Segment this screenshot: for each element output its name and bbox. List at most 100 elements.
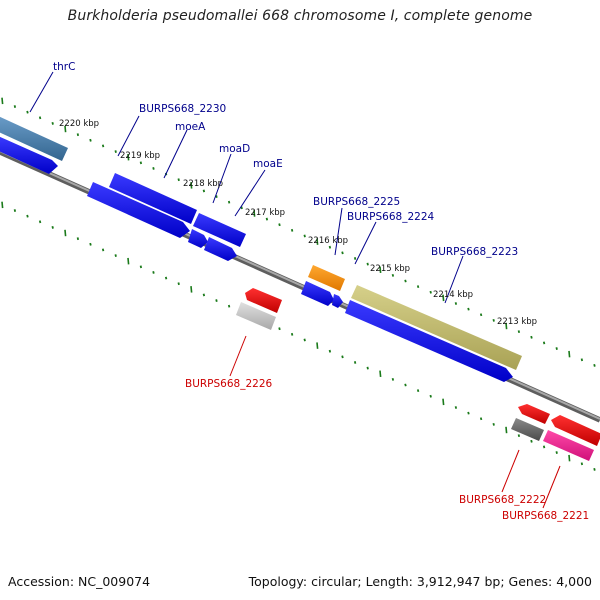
gene-small-arrow[interactable] xyxy=(332,294,343,308)
tick-mark xyxy=(429,394,432,398)
label-BURPS668-2230: BURPS668_2230 xyxy=(139,103,226,115)
tick-mark xyxy=(51,121,54,125)
tick-mark xyxy=(316,342,319,349)
tick-mark xyxy=(240,206,243,210)
gene-BURPS668-2223[interactable] xyxy=(351,285,522,370)
tick-mark xyxy=(404,383,407,387)
tick-mark xyxy=(89,138,92,142)
gene-BURPS668-2226[interactable] xyxy=(245,288,282,313)
gene-BURPS668-2222[interactable] xyxy=(518,404,550,424)
gene-BURPS668-2221[interactable] xyxy=(543,430,594,461)
tick-mark xyxy=(530,439,533,443)
tick-mark xyxy=(467,307,470,311)
kbp-label-2216: 2216 kbp xyxy=(308,236,348,246)
tick-mark xyxy=(379,370,382,378)
tick-mark xyxy=(76,133,80,137)
gene-BURPS668-2226-gray[interactable] xyxy=(236,302,276,330)
tick-mark xyxy=(227,200,231,204)
tick-mark xyxy=(505,426,508,434)
accession-text: Accession: NC_009074 xyxy=(8,574,151,589)
tick-mark xyxy=(479,417,483,421)
gene-thrC[interactable] xyxy=(0,116,68,161)
gene-BURPS668-2230[interactable] xyxy=(87,182,190,238)
gene-moaE[interactable] xyxy=(193,213,246,247)
gene-BURPS668-2225-lower[interactable] xyxy=(301,281,334,306)
tick-mark xyxy=(316,238,319,245)
tick-mark xyxy=(492,318,495,322)
label-BURPS668-2225: BURPS668_2225 xyxy=(313,196,400,208)
label-leaders xyxy=(29,71,464,304)
tick-mark xyxy=(366,366,369,370)
tick-mark xyxy=(442,398,445,406)
tick-mark xyxy=(328,245,332,249)
tick-mark xyxy=(101,144,105,148)
gene-moaD[interactable] xyxy=(188,229,208,248)
tick-mark xyxy=(568,350,571,358)
label-BURPS668-2224: BURPS668_2224 xyxy=(347,211,435,223)
tick-mark xyxy=(505,322,508,330)
label-moaD: moaD xyxy=(219,143,250,155)
kbp-label-2218: 2218 kbp xyxy=(183,179,223,189)
tick-mark xyxy=(114,150,117,153)
tick-mark xyxy=(379,266,382,274)
tick-mark xyxy=(1,97,4,105)
label-moeA: moeA xyxy=(175,121,206,133)
tick-mark xyxy=(290,228,294,232)
gene-features xyxy=(0,116,600,461)
kbp-label-2220: 2220 kbp xyxy=(59,119,99,129)
tick-mark xyxy=(127,257,130,265)
gene-BURPS668-2225[interactable] xyxy=(308,265,345,291)
tick-mark xyxy=(517,330,521,334)
gene-BURPS668-2221-red[interactable] xyxy=(551,415,600,446)
tick-mark xyxy=(290,332,294,336)
kbp-label-2215: 2215 kbp xyxy=(370,264,410,274)
tick-mark xyxy=(64,229,67,237)
tick-mark xyxy=(542,445,546,449)
label-moaE: moaE xyxy=(253,158,283,170)
tick-mark xyxy=(416,389,420,393)
gene-thrC-lower[interactable] xyxy=(0,136,58,174)
kbp-label-2217: 2217 kbp xyxy=(245,208,285,218)
tick-mark xyxy=(492,422,495,426)
tick-mark xyxy=(416,285,420,289)
tick-mark xyxy=(366,262,369,266)
tick-mark xyxy=(580,462,584,466)
tick-mark xyxy=(38,116,42,120)
tick-mark xyxy=(190,182,193,189)
tick-mark xyxy=(177,178,180,182)
gene-moaE-lower[interactable] xyxy=(204,237,237,261)
tick-mark xyxy=(353,257,357,260)
tick-mark xyxy=(278,327,281,331)
tick-mark xyxy=(404,279,407,283)
tick-mark xyxy=(454,302,458,305)
tick-mark xyxy=(467,411,470,415)
label-thrC: thrC xyxy=(53,61,75,73)
tick-mark xyxy=(278,223,281,227)
label-leaders-reverse xyxy=(229,335,561,509)
tick-mark xyxy=(454,406,458,409)
tick-mark xyxy=(580,358,584,362)
gene-BURPS668-2222-gray[interactable] xyxy=(511,418,544,441)
tick-mark xyxy=(177,282,180,286)
tick-mark xyxy=(353,361,357,364)
tick-mark xyxy=(13,209,17,212)
tick-mark xyxy=(190,286,193,293)
kbp-labels: 2220 kbp 2219 kbp 2218 kbp 2217 kbp 2216… xyxy=(59,119,537,327)
tick-mark xyxy=(568,454,571,462)
tick-mark xyxy=(517,434,521,438)
gene-BURPS668-2224[interactable] xyxy=(345,300,513,382)
tick-mark xyxy=(1,201,4,209)
tick-track-layer xyxy=(1,97,596,471)
gene-labels: thrC BURPS668_2230 moeA moaD moaE BURPS6… xyxy=(53,61,589,522)
label-BURPS668-2226: BURPS668_2226 xyxy=(185,378,273,390)
label-BURPS668-2223: BURPS668_2223 xyxy=(431,246,518,258)
tick-mark xyxy=(26,110,29,114)
tick-mark xyxy=(341,355,344,359)
tick-mark xyxy=(64,125,67,133)
label-BURPS668-2222: BURPS668_2222 xyxy=(459,494,546,506)
map-title: Burkholderia pseudomallei 668 chromosome… xyxy=(67,8,533,24)
gene-moeA[interactable] xyxy=(109,173,197,224)
tick-mark xyxy=(593,467,596,471)
tick-mark xyxy=(555,347,558,350)
